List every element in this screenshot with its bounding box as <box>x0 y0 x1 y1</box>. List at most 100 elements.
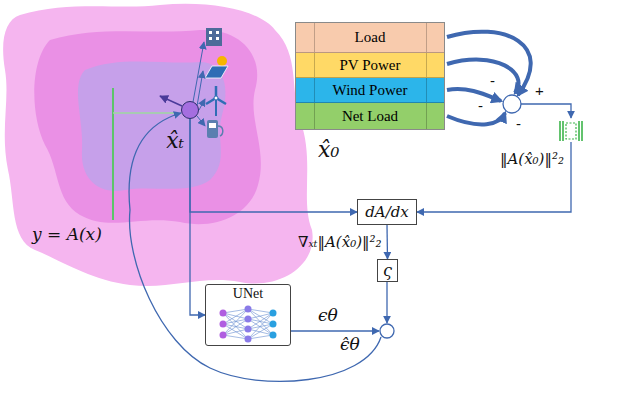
network-neuron <box>220 310 227 317</box>
grid-line <box>314 78 315 102</box>
turbine-pole <box>215 99 217 116</box>
scale-box: ς <box>377 259 398 282</box>
operator-label: y = A(x) <box>32 224 102 244</box>
sign-label: - <box>478 97 483 114</box>
net-load-icon <box>207 120 223 138</box>
gradient-label: ∇ₓₜ‖A(x̂₀)‖²₂ <box>298 233 382 251</box>
network-link <box>223 329 248 335</box>
window <box>216 31 219 34</box>
grid-line <box>426 78 427 102</box>
grid-line <box>314 53 315 77</box>
node-text: x̂ₜ <box>166 128 184 153</box>
flow-connector <box>386 225 388 259</box>
unet-box: UNet <box>205 284 291 346</box>
icon-arrow <box>199 99 205 110</box>
node-text: ‖A(x̂₀)‖²₂ <box>500 150 564 168</box>
icon-arrow <box>197 116 205 126</box>
update-curve <box>129 113 381 381</box>
network-link <box>223 313 248 329</box>
node-text: UNet <box>206 286 290 302</box>
norm-icon <box>558 120 584 142</box>
table-row: PV Power <box>296 53 444 78</box>
node-text: Load <box>296 23 444 52</box>
network-neuron <box>270 332 277 339</box>
noise-line <box>291 330 379 331</box>
network-link <box>248 313 273 339</box>
node-text: dA/dx <box>365 203 409 221</box>
sign-label: - <box>490 72 495 89</box>
residual-arrow <box>447 32 531 95</box>
table-row: Wind Power <box>296 78 444 103</box>
grid-line <box>426 103 427 129</box>
solar-panel <box>205 66 228 78</box>
network-link <box>248 313 273 329</box>
table-row: Load <box>296 23 444 53</box>
flow-connector <box>190 119 357 212</box>
node-text: Wind Power <box>296 78 444 102</box>
flow-connector <box>417 142 571 212</box>
network-link <box>248 335 273 339</box>
charger-body <box>207 120 218 138</box>
manifold-outer <box>3 4 313 286</box>
norm-vector <box>566 123 576 139</box>
noise-label: ϵ̂θ <box>340 334 360 354</box>
grid-line <box>314 23 315 52</box>
table-row: Net Load <box>296 103 444 129</box>
network-neuron <box>245 326 252 333</box>
network-neuron <box>245 336 252 343</box>
residual-out-arrow <box>521 104 571 118</box>
norm-bar <box>559 121 561 141</box>
network-link <box>248 313 273 319</box>
state-circle: x̂ₜ <box>181 101 199 119</box>
charger-screen <box>209 123 216 128</box>
network-link <box>223 309 248 335</box>
residual-arrow <box>447 113 505 124</box>
norm-bar <box>562 121 564 141</box>
window <box>209 31 212 34</box>
network-link <box>223 335 248 339</box>
sun <box>217 56 227 66</box>
network-link <box>248 309 273 335</box>
sign-label: + <box>535 82 544 99</box>
window <box>209 37 212 40</box>
network-link <box>248 329 273 335</box>
norm-bar <box>578 121 580 141</box>
projection-arrow <box>160 96 182 106</box>
node-text: x̂₀ <box>318 137 339 162</box>
network-link <box>223 313 248 339</box>
window <box>216 37 219 40</box>
flow-connector <box>190 119 205 315</box>
network-link <box>223 319 248 335</box>
data-table: x̂₀LoadPV PowerWind PowerNet Load <box>295 22 445 130</box>
network-link <box>248 319 273 335</box>
manifold-middle <box>34 30 261 224</box>
grid-line <box>314 103 315 129</box>
manifold-inner <box>78 61 226 190</box>
projection-line <box>113 112 176 114</box>
norm-symbol: ‖A(x̂₀)‖²₂ <box>558 120 584 142</box>
pv-icon <box>205 56 228 78</box>
grid-line <box>426 23 427 52</box>
summation-circle <box>503 95 521 113</box>
network-neuron <box>220 332 227 339</box>
network-link <box>248 324 273 339</box>
grid-line <box>426 53 427 77</box>
network-neuron <box>245 316 252 323</box>
node-text: PV Power <box>296 53 444 77</box>
charger-cable <box>218 126 223 136</box>
scale-out-line <box>386 281 387 323</box>
residual-arrow <box>447 89 501 101</box>
network-neuron <box>270 321 277 328</box>
building-shape <box>206 28 222 46</box>
load-icon <box>206 28 222 46</box>
norm-bar <box>581 121 583 141</box>
node-text: ς <box>383 261 392 280</box>
node-text: Net Load <box>296 103 444 129</box>
icon-arrow <box>197 71 203 106</box>
combine-circle <box>380 324 394 338</box>
network-neuron <box>245 306 252 313</box>
noise-label: ϵθ <box>318 305 338 325</box>
measurement-line <box>112 88 114 220</box>
